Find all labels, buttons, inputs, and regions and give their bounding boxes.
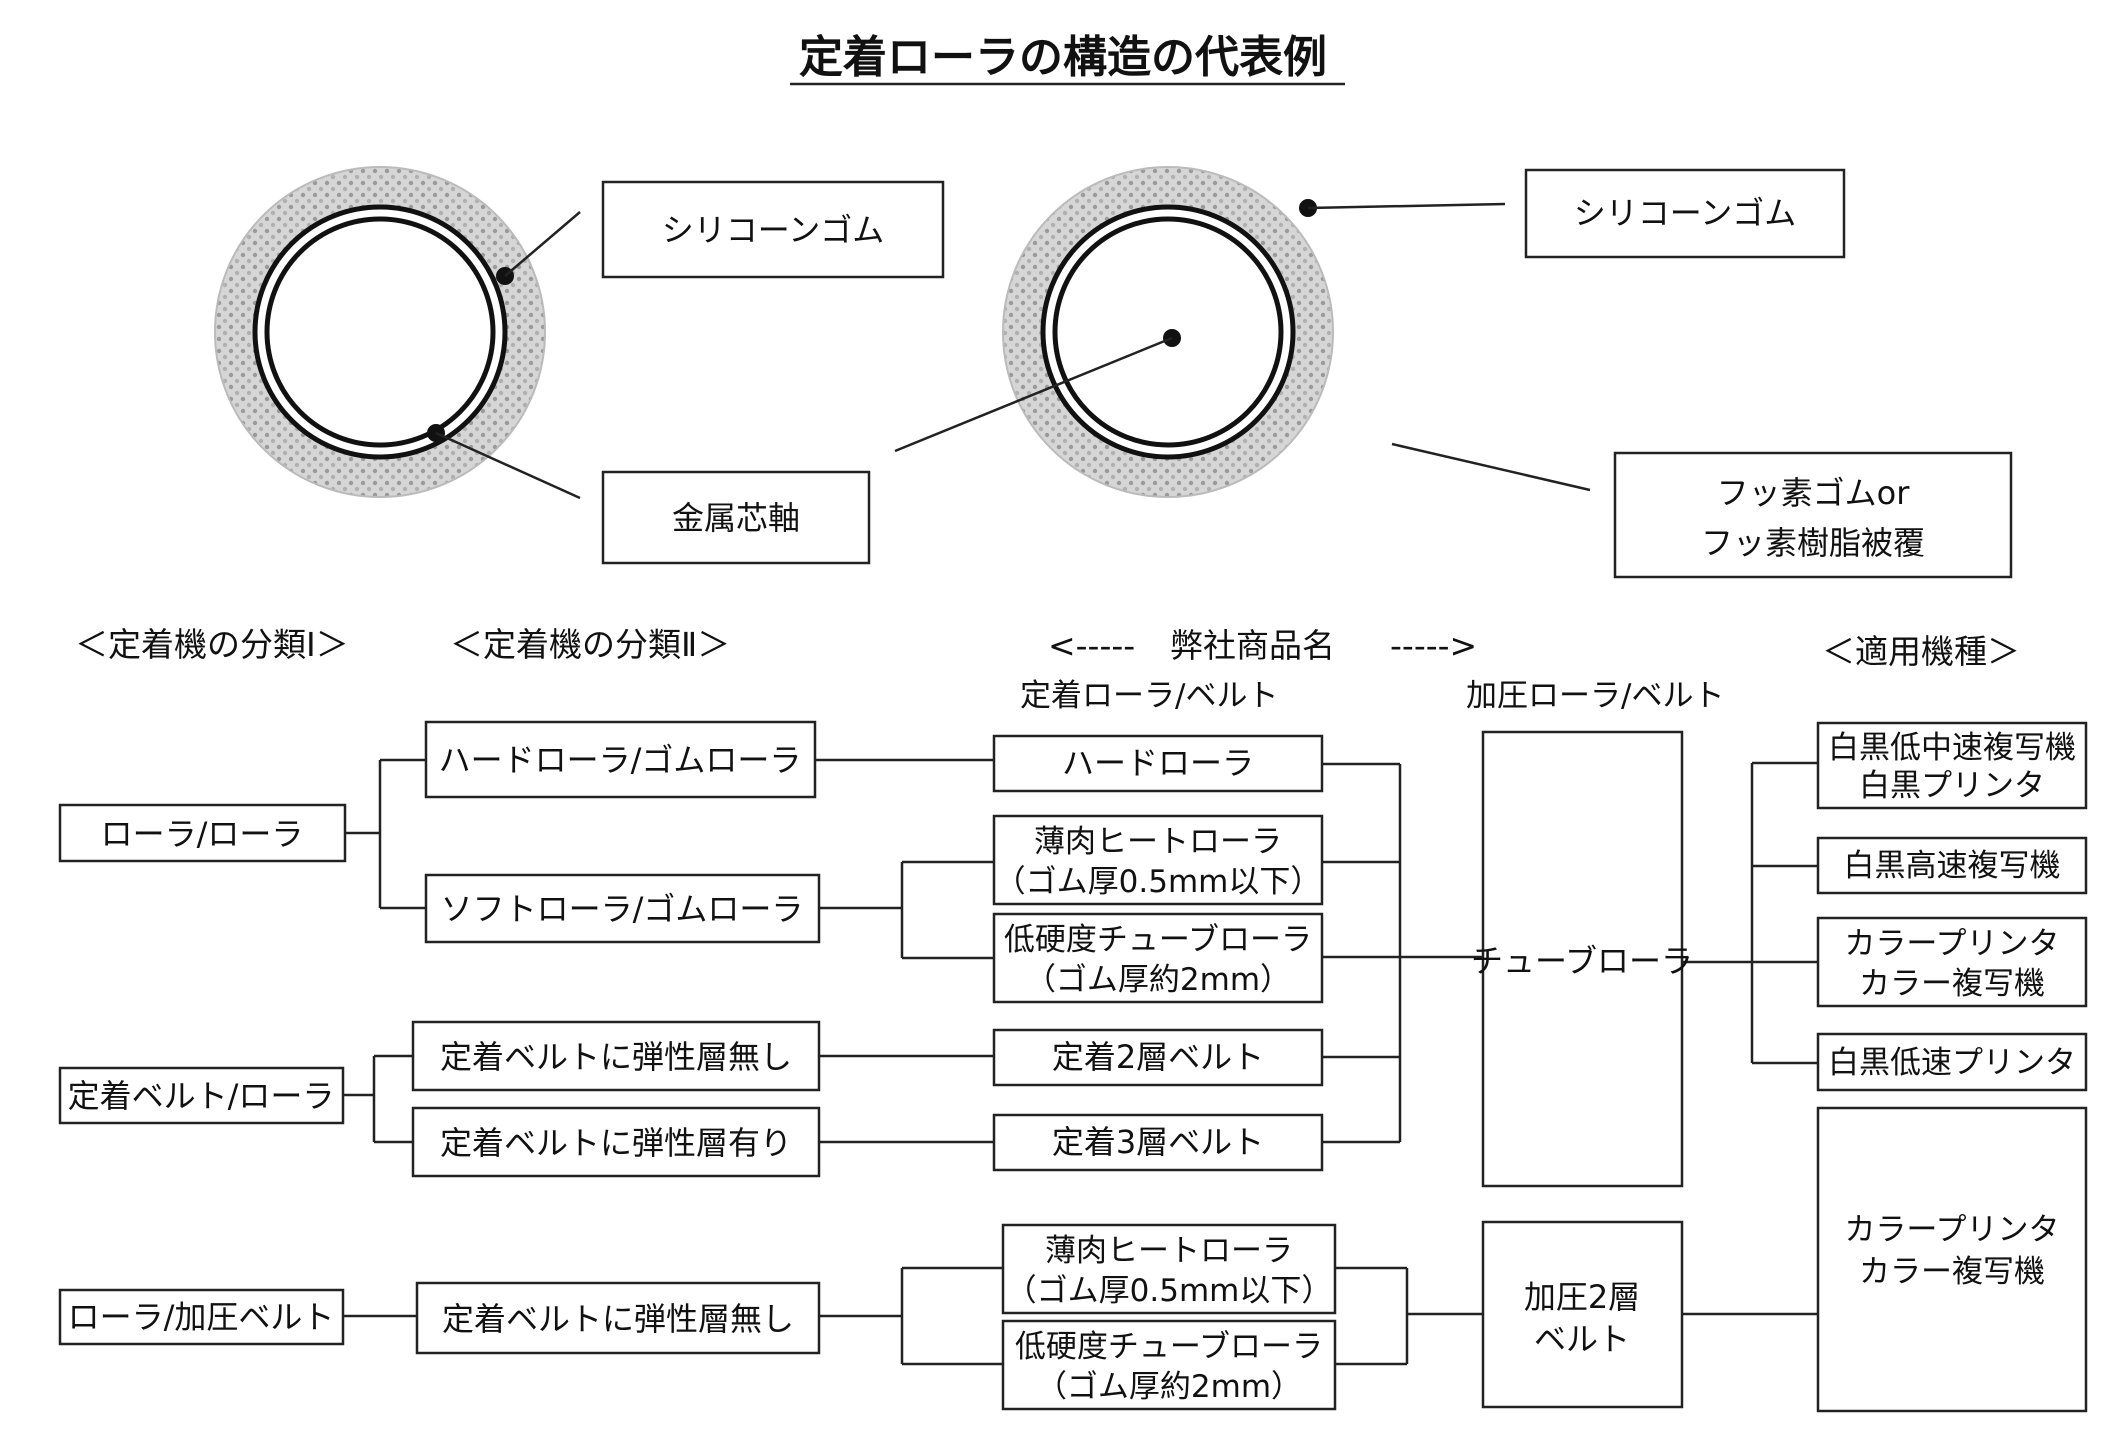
product-belt-3layer: 定着3層ベルト: [1052, 1123, 1264, 1161]
class1-roller-pressure-belt-box: [58, 1288, 345, 1346]
label-left-rubber: シリコーンゴム: [662, 211, 884, 249]
product-hard-roller: ハードローラ: [1062, 744, 1254, 782]
model-1-line1: 白黒低中速複写機: [1828, 730, 2076, 766]
product-low-hard-2-box: [1001, 1319, 1337, 1411]
pressure-belt-line1: 加圧2層: [1524, 1278, 1640, 1316]
product-low-hard-1-box: [992, 912, 1324, 1004]
leader-left-rubber: [504, 211, 581, 277]
class2-with-elastic: 定着ベルトに弾性層有り: [440, 1124, 792, 1162]
pressure-belt-line2: ベルト: [1534, 1320, 1630, 1358]
product-thin-heat-1-line2: （ゴム厚0.5mm以下）: [995, 864, 1322, 900]
core-inner-ring: [264, 216, 496, 448]
roller-right: [1002, 166, 1334, 498]
model-5-line1: カラープリンタ: [1844, 1212, 2059, 1248]
class1-belt-roller-box: [58, 1066, 345, 1125]
model-5-line2: カラー複写機: [1859, 1254, 2045, 1290]
product-low-hard-2-line2: （ゴム厚約2mm）: [1036, 1369, 1302, 1405]
label-box-right-rubber: [1524, 168, 1846, 259]
leader-right-core: [894, 336, 1173, 453]
product-low-hard-1-line1: 低硬度チューブローラ: [1004, 922, 1312, 958]
class1-roller-roller-box: [58, 803, 347, 863]
leader-right-rubber: [1307, 202, 1506, 210]
label-left-core: 金属芯軸: [672, 499, 800, 537]
product-hard-roller-box: [992, 734, 1324, 793]
class2-no-elastic-2: 定着ベルトに弾性層無し: [442, 1300, 794, 1338]
model-3-box: [1816, 916, 2088, 1008]
header-fixing-roller-belt: 定着ローラ/ベルト: [1020, 678, 1278, 714]
model-1-box: [1816, 721, 2088, 810]
header-pressure-roller-belt: 加圧ローラ/ベルト: [1466, 678, 1724, 714]
product-thin-heat-2-line2: （ゴム厚0.5mm以下）: [1006, 1273, 1333, 1309]
model-2-box: [1816, 836, 2088, 895]
class2-hard-rubber-box: [424, 720, 817, 799]
product-belt-2layer-box: [992, 1028, 1324, 1087]
header-class2: ＜定着機の分類Ⅱ＞: [450, 625, 730, 664]
label-right-coating-line1: フッ素ゴムor: [1717, 474, 1911, 512]
model-2: 白黒高速複写機: [1844, 848, 2061, 884]
product-thin-heat-2-box: [1001, 1223, 1337, 1315]
product-thin-heat-2-line1: 薄肉ヒートローラ: [1045, 1233, 1293, 1269]
page-title: 定着ローラの構造の代表例: [799, 32, 1327, 83]
label-box-left-rubber: [601, 180, 945, 279]
model-4-box: [1816, 1032, 2088, 1092]
pressure-tube-roller: チューブローラ: [1471, 942, 1693, 980]
model-5-box: [1816, 1106, 2088, 1413]
class2-no-elastic-2-box: [415, 1281, 821, 1355]
class1-belt-roller: 定着ベルト/ローラ: [68, 1077, 335, 1115]
header-applicable-models: ＜適用機種＞: [1822, 632, 2020, 671]
header-class1: ＜定着機の分類Ⅰ＞: [75, 625, 349, 664]
pressure-tube-roller-box: [1481, 730, 1684, 1188]
product-low-hard-1-line2: （ゴム厚約2mm）: [1025, 962, 1291, 998]
class2-hard-rubber: ハードローラ/ゴムローラ: [439, 741, 802, 779]
class1-roller-pressure-belt: ローラ/加圧ベルト: [68, 1298, 335, 1336]
class2-no-elastic-1-box: [411, 1020, 821, 1092]
header-product: 弊社商品名: [1170, 626, 1335, 665]
header-product-arrow-left: <-----: [1048, 626, 1135, 665]
leader-left-core: [435, 431, 581, 500]
class1-roller-roller: ローラ/ローラ: [101, 815, 304, 853]
model-3-line2: カラー複写機: [1859, 966, 2045, 1002]
header-product-arrow-right: ----->: [1390, 626, 1477, 665]
class2-no-elastic-1: 定着ベルトに弾性層無し: [440, 1038, 792, 1076]
label-right-rubber: シリコーンゴム: [1574, 194, 1796, 232]
leader-right-coating: [1391, 442, 1591, 492]
model-4: 白黒低速プリンタ: [1828, 1045, 2076, 1081]
product-thin-heat-1-line1: 薄肉ヒートローラ: [1034, 824, 1282, 860]
class2-with-elastic-box: [411, 1106, 821, 1178]
class2-soft-rubber: ソフトローラ/ゴムローラ: [441, 890, 804, 928]
label-box-right-coating: [1613, 451, 2013, 579]
label-right-coating-line2: フッ素樹脂被覆: [1701, 524, 1925, 562]
connectors: [343, 758, 1818, 1366]
class2-soft-rubber-box: [424, 873, 821, 944]
roller-left: [214, 166, 546, 498]
product-belt-2layer: 定着2層ベルト: [1052, 1038, 1264, 1076]
product-thin-heat-1-box: [992, 814, 1324, 906]
model-1-line2: 白黒プリンタ: [1859, 768, 2045, 804]
product-low-hard-2-line1: 低硬度チューブローラ: [1015, 1329, 1323, 1365]
model-3-line1: カラープリンタ: [1844, 926, 2059, 962]
pressure-belt-box: [1481, 1220, 1684, 1409]
product-belt-3layer-box: [992, 1113, 1324, 1172]
label-box-left-core: [601, 470, 871, 565]
